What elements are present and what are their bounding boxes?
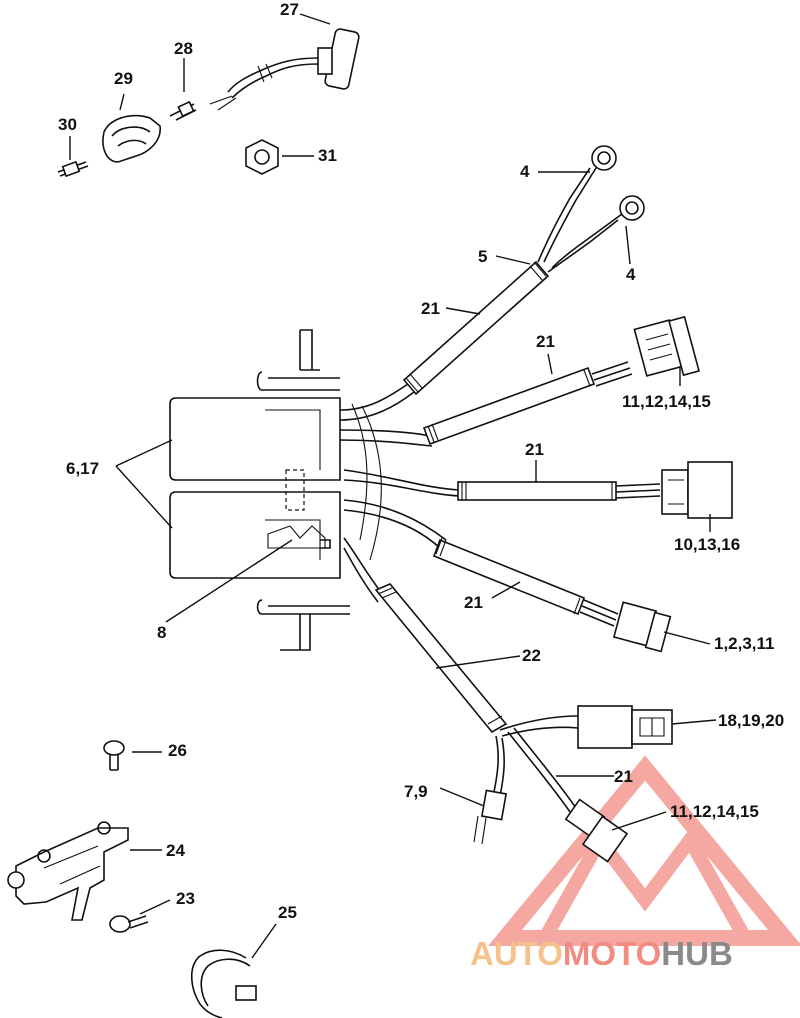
- callout-24: 24: [166, 841, 185, 860]
- leader-lines: [69, 13, 717, 959]
- part-26-screw: [103, 740, 125, 771]
- callout-31: 31: [318, 146, 337, 165]
- watermark-hub: HUB: [661, 935, 733, 972]
- callout-18-19-20: 18,19,20: [718, 711, 785, 730]
- part-28-terminal: [169, 100, 197, 121]
- callout-21-second: 21: [536, 332, 555, 351]
- part-4-ring-terminals: [537, 145, 645, 273]
- connector-18-19-20: [499, 705, 673, 749]
- callout-22: 22: [522, 646, 541, 665]
- sleeve-21-top: [402, 260, 550, 396]
- callout-25: 25: [278, 903, 297, 922]
- callout-7-9: 7,9: [404, 782, 428, 801]
- callout-27: 27: [280, 0, 299, 19]
- sleeve-21-lower: [432, 537, 672, 653]
- callout-30: 30: [58, 115, 77, 134]
- callout-6-17: 6,17: [66, 459, 100, 478]
- wire-bundle: [339, 383, 461, 603]
- callout-26: 26: [168, 741, 187, 760]
- watermark-auto: AUTO: [470, 935, 563, 972]
- part-27-connector: [209, 28, 360, 111]
- callout-28: 28: [174, 39, 193, 58]
- sleeve-22: [374, 583, 508, 734]
- part-25-strap: [190, 949, 257, 1018]
- watermark-logo-icon: [488, 755, 800, 946]
- sleeve-21-bottom: [507, 727, 629, 863]
- watermark-moto: MOTO: [562, 935, 662, 972]
- callout-21-lower: 21: [464, 593, 483, 612]
- callout-21-bottom: 21: [614, 767, 633, 786]
- watermark-wordmark: AUTOMOTOHUB: [470, 937, 733, 970]
- callout-8: 8: [157, 623, 167, 642]
- callout-21-top: 21: [421, 299, 440, 318]
- callout-11-12-14-15-upper: 11,12,14,15: [622, 392, 711, 411]
- part-24-bracket: [7, 821, 129, 921]
- sleeve-21-middle: [457, 461, 733, 519]
- part-30-pin: [57, 160, 89, 178]
- callout-29: 29: [114, 69, 133, 88]
- lead-7-9: [473, 735, 508, 845]
- part-29-boot: [102, 114, 161, 163]
- part-31-nut: [245, 139, 279, 175]
- callout-21-middle: 21: [525, 440, 544, 459]
- callout-23: 23: [176, 889, 195, 908]
- part-23-screw: [109, 915, 149, 933]
- callout-11-12-14-15-lower: 11,12,14,15: [670, 802, 759, 821]
- callout-1-2-3-11: 1,2,3,11: [714, 634, 775, 653]
- callout-4-upper: 4: [520, 162, 530, 181]
- callout-5: 5: [478, 247, 488, 266]
- harness-module-body: [169, 329, 350, 651]
- callout-10-13-16: 10,13,16: [674, 535, 741, 554]
- sleeve-21-second: [422, 315, 700, 446]
- callout-4-lower: 4: [626, 265, 636, 284]
